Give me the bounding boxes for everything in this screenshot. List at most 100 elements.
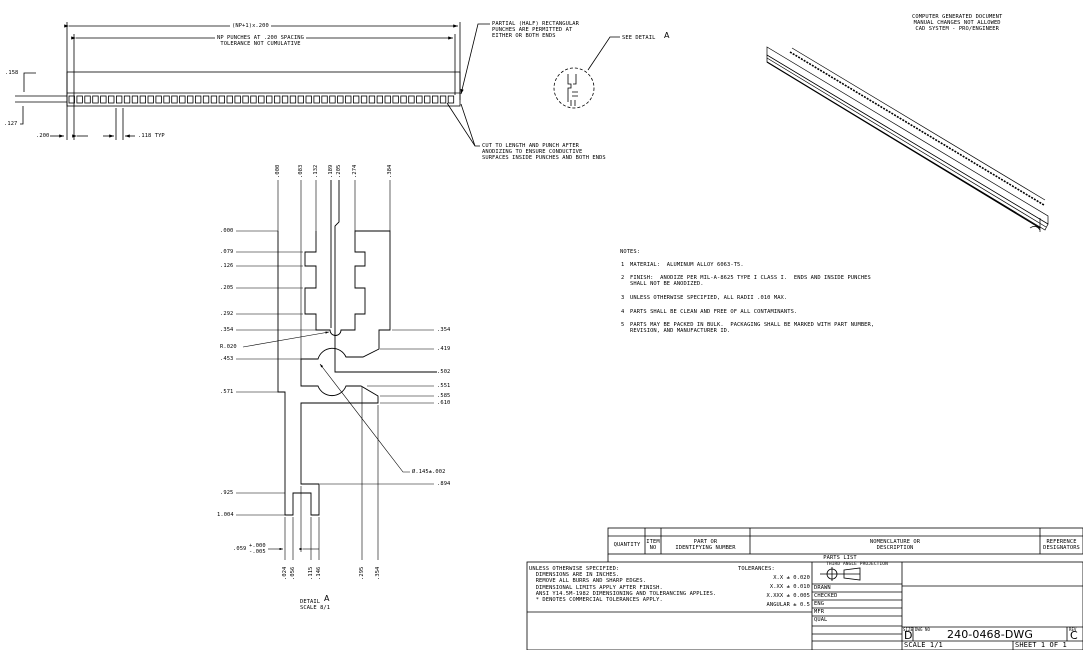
punch-hole [194,95,202,104]
overall-length-dimension: (NP+1)x.200 [230,23,271,30]
note-text: PARTS MAY BE PACKED IN BULK. PACKAGING S… [630,322,875,335]
left-dim: .079 [220,249,234,255]
note-cut-to-length: CUT TO LENGTH AND PUNCH AFTER ANODIZING … [482,143,606,162]
dim-118-typ: .118 TYP [138,133,165,139]
detail-title: DETAIL [300,599,321,605]
punch-hole [297,95,305,104]
punch-hole [84,95,91,104]
cad-notice: COMPUTER GENERATED DOCUMENT MANUAL CHANG… [912,14,1003,33]
bottom-dim: .056 [290,566,296,580]
punch-hole [139,95,147,104]
parts-header-description: NOMENCLATURE OR DESCRIPTION [869,539,921,552]
note-partial-punches: PARTIAL (HALF) RECTANGULAR PUNCHES ARE P… [492,21,579,40]
general-notes: UNLESS OTHERWISE SPECIFIED: DIMENSIONS A… [529,566,717,604]
bottom-dim: .295 [359,566,365,580]
punch-hole [108,95,115,104]
punch-hole [281,95,289,104]
punch-hole [116,95,123,104]
see-detail-letter: A [664,31,670,40]
punch-hole [171,95,178,104]
parts-header-part-number: PART OR IDENTIFYING NUMBER [675,539,736,552]
size-value: D [904,629,913,642]
left-dim: .000 [220,228,234,234]
punch-row [68,95,455,104]
punch-hole [392,95,399,104]
dwg-no-label: DWG NO [915,627,931,632]
left-dim: .571 [220,389,234,395]
note-text: FINISH: ANODIZE PER MIL-A-8625 TYPE I CL… [630,275,871,288]
note-text: MATERIAL: ALUMINUM ALLOY 6063-T5. [630,262,744,268]
punch-hole [416,95,423,104]
signoff-mfr: MFR [814,609,825,615]
punch-spacing-dimension: NP PUNCHES AT .200 SPACING TOLERANCE NOT… [215,35,306,48]
bottom-dim: .024 [282,566,288,580]
left-dim: .205 [220,285,234,291]
note-number: 4 [621,309,625,315]
signoff-drawn: DRAWN [814,585,831,591]
tolerance-angular: ANGULAR ± 0.5 [766,602,810,608]
left-dim: 1.004 [217,512,234,518]
dim-127: .127 [4,121,18,127]
punch-hole [123,95,131,104]
punch-hole [345,95,352,104]
punch-hole [226,95,233,104]
detail-letter: A [324,594,330,603]
punch-hole [424,95,431,104]
scale-value: SCALE 1/1 [904,641,943,649]
drawing-number: 240-0468-DWG [947,628,1033,641]
detail-scale: SCALE 8/1 [300,605,331,611]
punch-hole [147,95,154,104]
left-dim: .126 [220,263,234,269]
tolerance-xxx: X.XXX ± 0.005 [766,593,810,599]
top-dim: .205 [336,164,342,178]
punch-hole [131,95,139,104]
dim-158: .158 [5,70,19,76]
punch-hole [439,95,447,104]
left-dim: .354 [220,327,234,333]
top-dim: .083 [298,164,304,178]
punch-hole [258,95,265,104]
note-number: 2 [621,275,625,281]
punch-hole [76,95,83,104]
signoff-qual: QUAL [814,617,828,623]
size-label: SIZE [903,627,914,632]
sheet-number: SHEET 1 OF 1 [1015,641,1067,649]
isometric-rail-view [766,46,1049,232]
tol-dim-minus: -.005 [249,549,266,555]
see-detail-label: SEE DETAIL [622,35,656,41]
rev-value: C [1070,629,1078,642]
note-number: 5 [621,322,625,328]
rev-label: REV [1069,627,1077,632]
punch-hole [447,95,455,104]
punch-hole [337,95,344,104]
punch-hole [360,95,368,104]
punch-hole [266,95,273,104]
tolerance-x: X.X ± 0.020 [773,575,810,581]
punch-hole [250,95,257,104]
parts-list-table-lines [526,527,1083,650]
right-dim: .354 [437,327,451,333]
tolerance-xx: X.XX ± 0.010 [769,584,810,590]
punch-hole [234,95,241,104]
punch-hole [305,95,312,104]
punch-hole [210,95,218,104]
punch-hole [431,95,439,104]
punch-hole [368,95,376,104]
parts-header-quantity: QUANTITY [613,542,641,548]
notes-title: NOTES: [620,249,641,255]
tol-dim-plus: +.000 [249,543,266,549]
tolerances-label: TOLERANCES: [738,566,775,572]
punch-hole [100,95,107,104]
bottom-dim: .354 [375,566,381,580]
punch-hole [400,95,407,104]
punch-hole [179,95,186,104]
punch-hole [68,95,75,104]
punch-hole [321,95,328,104]
punch-hole [329,95,336,104]
punch-hole [352,95,360,104]
left-dim: .292 [220,311,234,317]
note-number: 3 [621,295,625,301]
punch-hole [289,95,297,104]
top-dim: .000 [275,164,281,178]
bottom-dim: .115 [308,566,314,580]
